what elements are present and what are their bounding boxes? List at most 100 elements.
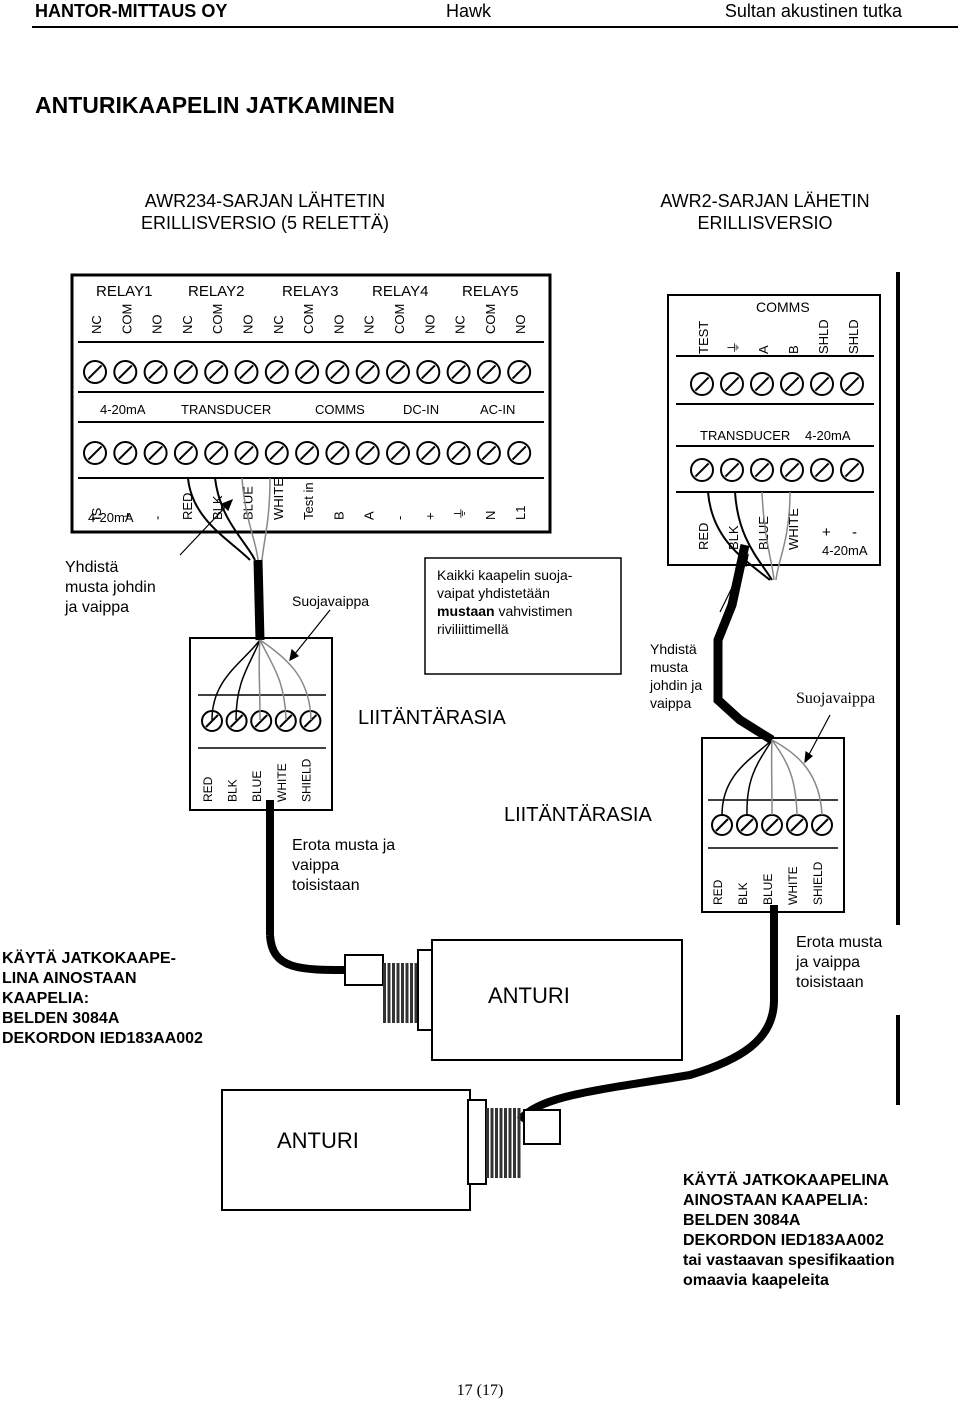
screw-terminal (446, 441, 471, 465)
terminal-label: IS (89, 507, 104, 520)
terminal-group-label: DC-IN (403, 402, 439, 417)
screw-terminal (264, 360, 289, 384)
screw-terminal (810, 372, 834, 396)
screw-terminal (143, 360, 168, 384)
terminal-label: + (422, 512, 437, 520)
relay-group-label: RELAY1 (96, 283, 152, 300)
gland-thread (414, 963, 418, 1023)
note-line: KÄYTÄ JATKOKAAPE- (2, 950, 176, 967)
screw-terminal (295, 360, 320, 384)
gland-thread (495, 1108, 498, 1178)
terminal-label: BLK (726, 525, 741, 550)
terminal-label: RED (696, 523, 711, 550)
screw-terminal (750, 458, 774, 482)
note-line: tai vastaavan spesifikaation (683, 1252, 895, 1269)
screw-terminal (386, 360, 410, 384)
note-line: musta johdin (65, 579, 156, 596)
page-number: 17 (17) (456, 1382, 504, 1399)
screw-terminal (416, 360, 441, 384)
terminal-label: COM (119, 304, 134, 334)
comms-group-label: COMMS (756, 299, 810, 315)
right-sensor (221, 1089, 561, 1211)
left-junction-label: LIITÄNTÄRASIA (358, 707, 506, 729)
terminal-label: BLUE (250, 771, 264, 802)
relay-group-label: RELAY3 (282, 283, 338, 300)
terminal-label: COM (483, 304, 498, 334)
note-line: ja vaippa (65, 599, 130, 616)
note-rest: vahvistimen (494, 603, 573, 619)
terminal-label: NC (89, 315, 104, 334)
screw-terminal (720, 372, 744, 396)
terminal-label: RED (180, 493, 195, 520)
screw-terminal (234, 441, 259, 465)
note-line: LINA AINOSTAAN (2, 970, 137, 987)
note-line: DEKORDON IED183AA002 (2, 1030, 203, 1047)
terminal-label: - (150, 516, 165, 520)
terminal-label: B (331, 511, 346, 520)
note-line: Yhdistä (650, 641, 697, 657)
screw-terminal (780, 372, 804, 396)
screw-terminal (736, 814, 758, 836)
terminal-label: NC (271, 315, 286, 334)
gland-thread (396, 963, 400, 1023)
screw-terminal (446, 360, 471, 384)
note-line: vaippa (650, 695, 692, 711)
terminal-group-label: 4-20mA (100, 402, 146, 417)
left-sensor (344, 939, 683, 1061)
gland-thread (508, 1108, 512, 1178)
note-line: johdin ja (650, 677, 703, 693)
terminal-label: - (852, 524, 857, 541)
terminal-group-label: AC-IN (480, 402, 515, 417)
terminal-label: Test in (301, 482, 316, 520)
terminal-label: BLK (736, 882, 750, 905)
gland-thread (517, 1108, 521, 1178)
terminal-label: WHITE (786, 508, 801, 550)
screw-terminal (204, 441, 229, 465)
screw-terminal (295, 441, 320, 465)
terminal-label: RED (201, 776, 215, 802)
terminal-label: + (822, 524, 831, 541)
note-line: toisistaan (292, 877, 360, 894)
gland-thread (387, 963, 391, 1023)
note-line: ja vaippa (796, 954, 861, 971)
gland-thread (392, 963, 395, 1023)
left-heading-line2: ERILLISVERSIO (5 RELETTÄ) (140, 213, 390, 233)
left-heading: AWR234-SARJAN LÄHTETIN ERILLISVERSIO (5 … (110, 190, 420, 234)
terminal-label: WHITE (271, 478, 286, 520)
screw-terminal (113, 360, 138, 384)
note-line: musta (650, 659, 689, 675)
screw-terminal (810, 458, 834, 482)
relay-group-label: RELAY2 (188, 283, 244, 300)
page-title: ANTURIKAAPELIN JATKAMINEN (35, 92, 395, 118)
screw-terminal (786, 814, 808, 836)
terminal-label: COM (210, 304, 225, 334)
note-line: DEKORDON IED183AA002 (683, 1232, 884, 1249)
terminal-label: TEST (696, 321, 711, 354)
terminal-label: WHITE (786, 866, 800, 905)
left-note-connect: Yhdistä musta johdin ja vaippa (65, 558, 156, 618)
screw-terminal (386, 441, 410, 465)
terminal-group-label: TRANSDUCER (700, 428, 790, 443)
terminal-label: BLUE (756, 516, 771, 550)
terminal-label: NC (180, 315, 195, 334)
note-line: Yhdistä (65, 559, 119, 576)
note-line: vaippa (292, 857, 340, 874)
screw-terminal (83, 360, 107, 384)
screw-terminal (720, 458, 744, 482)
relay-group-label: RELAY5 (462, 283, 518, 300)
terminal-label: N (483, 511, 498, 520)
left-note-shield: Suojavaippa (292, 593, 370, 609)
right-sensor-label: ANTURI (277, 1128, 359, 1153)
screw-terminal (325, 360, 350, 384)
right-junction-label: LIITÄNTÄRASIA (504, 804, 652, 826)
header-divider (32, 26, 958, 28)
screw-terminal (264, 441, 289, 465)
note-line: mustaan vahvistimen (437, 602, 617, 620)
terminal-label: COM (392, 304, 407, 334)
terminal-label: B (786, 345, 801, 354)
screw-terminal (780, 458, 804, 482)
terminal-group-label: 4-20mA (805, 428, 851, 443)
screw-terminal (143, 441, 168, 465)
left-wires-upper (187, 477, 271, 641)
